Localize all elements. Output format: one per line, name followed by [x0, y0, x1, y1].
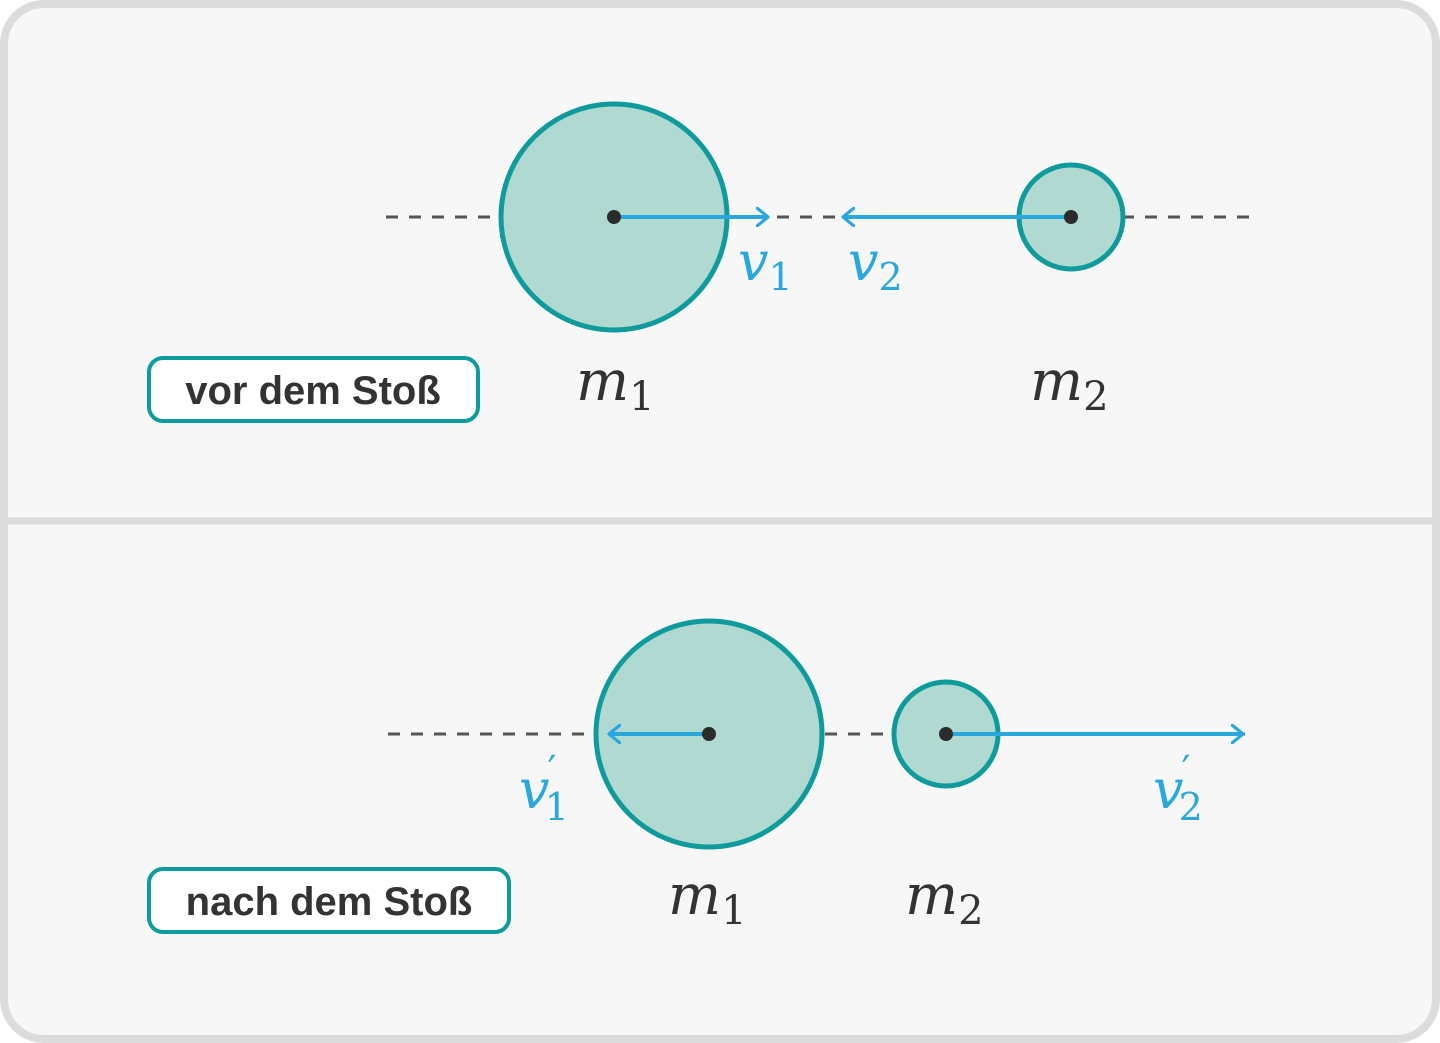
- center-dot-m1: [607, 210, 621, 224]
- label-v1: v1: [738, 230, 793, 299]
- label-v2: v2: [848, 230, 903, 299]
- label-v2-prime: v′2: [1153, 748, 1203, 829]
- center-dot-m2: [939, 727, 953, 741]
- panel-after: v′1 v′2 m1 m2 nach dem Stoß: [147, 618, 1245, 934]
- label-m1: m1: [576, 349, 655, 420]
- state-label-after: nach dem Stoß: [186, 880, 473, 924]
- center-dot-m2: [1064, 210, 1078, 224]
- label-m2: m2: [905, 863, 984, 934]
- panel-before: v1 v2 m1 m2 vor dem Stoß: [147, 101, 1252, 423]
- state-label-before: vor dem Stoß: [185, 369, 441, 413]
- center-dot-m1: [702, 727, 716, 741]
- label-m2: m2: [1030, 349, 1109, 420]
- label-m1: m1: [668, 863, 747, 934]
- label-v1-prime: v′1: [519, 748, 569, 829]
- state-badge-before: [147, 356, 480, 423]
- state-badge-after: [147, 867, 511, 934]
